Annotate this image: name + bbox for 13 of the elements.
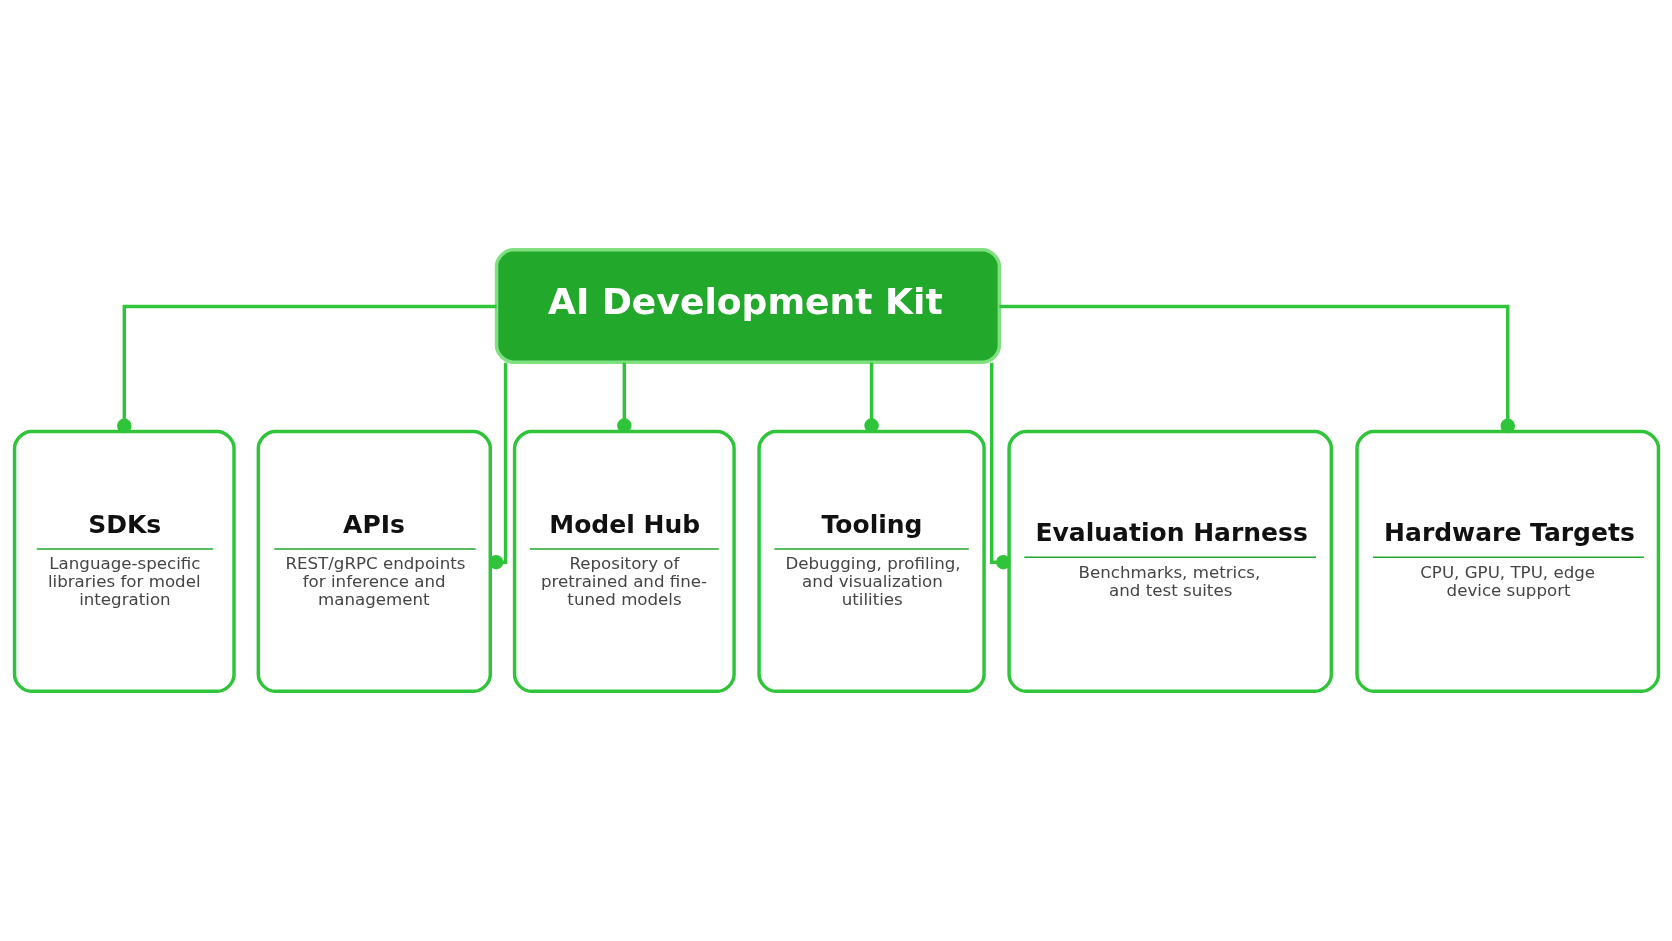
node-box: Model Hub Repository of pretrained and fine-tuned models [512, 429, 736, 694]
node-box: Evaluation Harness Benchmarks, metrics, and test suites [1006, 429, 1333, 694]
connector [616, 362, 632, 433]
node-box: AI Development Kit [494, 247, 1001, 364]
node-box: APIs REST/gRPC endpoints for inference and management [256, 429, 492, 694]
connector [116, 304, 497, 434]
connector [998, 304, 1515, 434]
connector [488, 362, 507, 570]
node-box: SDKs Language-specific libraries for model integration [12, 429, 236, 694]
connector [989, 362, 1011, 570]
connector [863, 362, 879, 433]
node-box: Tooling Debugging, profiling, and visualization utilities [756, 429, 986, 694]
node-box: Hardware Targets CPU, GPU, TPU, edge device support [1354, 429, 1660, 694]
